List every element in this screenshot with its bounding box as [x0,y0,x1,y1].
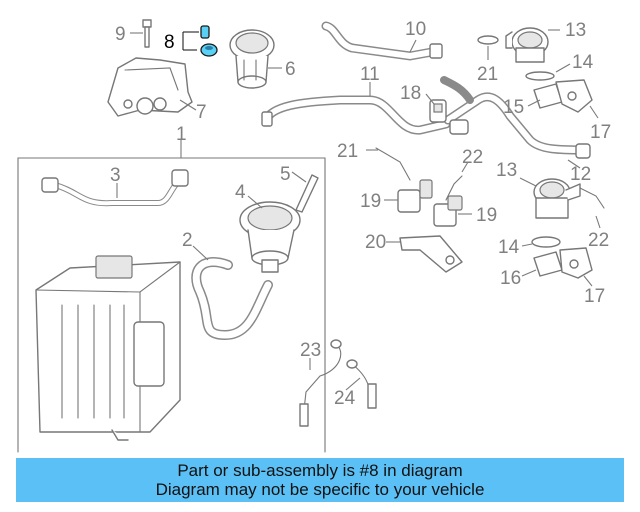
callout-11: 11 [360,64,380,85]
info-banner: Part or sub-assembly is #8 in diagram Di… [16,458,624,502]
part-3-hose[interactable] [41,169,189,207]
callout-1: 1 [176,124,187,145]
callout-13b: 13 [496,160,517,181]
part-19-sensor-upper[interactable] [384,179,433,213]
part-12-hose[interactable] [440,76,591,169]
callout-14b: 14 [498,237,520,258]
callout-4: 4 [235,182,246,203]
callout-13a: 13 [565,20,586,41]
part-19-sensor-lower[interactable] [433,195,472,227]
part-1-canister[interactable] [35,255,181,441]
callout-22a: 22 [462,147,483,168]
callout-5: 5 [280,164,291,185]
callout-16: 16 [500,268,521,289]
parts-diagram: 1 2 3 4 5 6 7 8 9 10 11 12 13 13 14 14 1… [17,19,611,453]
part-9-bolt[interactable] [130,19,152,48]
callout-9: 9 [115,24,126,45]
banner-line-part: Part or sub-assembly is #8 in diagram [177,461,463,480]
callout-2: 2 [182,230,193,251]
callout-15: 15 [503,97,524,118]
assembly-box [17,157,326,453]
callout-8: 8 [164,32,175,53]
callout-20: 20 [365,232,386,253]
callout-7: 7 [196,102,207,123]
part-22-line[interactable] [445,161,469,201]
callout-12: 12 [570,164,591,185]
part-21-clip-upper[interactable] [477,35,499,60]
part-14-gasket-lower[interactable] [521,236,561,248]
part-4-valve[interactable] [239,195,301,273]
part-17-bracket-upper[interactable] [555,79,599,119]
part-10-hose[interactable] [321,21,443,61]
part-14-gasket-upper[interactable] [525,63,571,81]
part-21-line[interactable] [366,147,411,181]
callout-21a: 21 [477,64,498,85]
part-23-sensor[interactable] [299,339,342,427]
part-6-air-pump[interactable] [229,29,282,89]
callout-18: 18 [400,83,421,104]
part-16-pipe[interactable] [521,251,563,277]
callout-14a: 14 [572,52,594,73]
callout-19b: 19 [476,205,497,226]
callout-6: 6 [285,59,296,80]
callout-24: 24 [334,388,356,409]
part-11-hose[interactable] [261,82,451,135]
callout-17b: 17 [584,286,605,307]
callout-19a: 19 [360,191,381,212]
part-18-connector[interactable] [425,93,447,123]
callout-17a: 17 [590,122,611,143]
part-24-sensor[interactable] [345,359,377,409]
banner-line-disclaimer: Diagram may not be specific to your vehi… [155,480,485,499]
part-13-valve-lower[interactable] [519,177,581,219]
callout-21b: 21 [337,141,358,162]
part-13-valve-upper[interactable] [505,27,560,63]
callout-10: 10 [405,19,426,40]
part-22-line-lower[interactable] [579,187,605,229]
callout-23: 23 [300,340,321,361]
part-7-bracket[interactable] [107,57,197,117]
part-17-bracket-lower[interactable] [559,247,593,287]
part-5-tube[interactable] [291,171,319,213]
part-20-bracket[interactable] [386,235,463,273]
part-8-fitting[interactable] [182,25,218,57]
part-2-hose[interactable] [191,245,273,341]
callout-3: 3 [110,165,121,186]
callout-22b: 22 [588,230,609,251]
